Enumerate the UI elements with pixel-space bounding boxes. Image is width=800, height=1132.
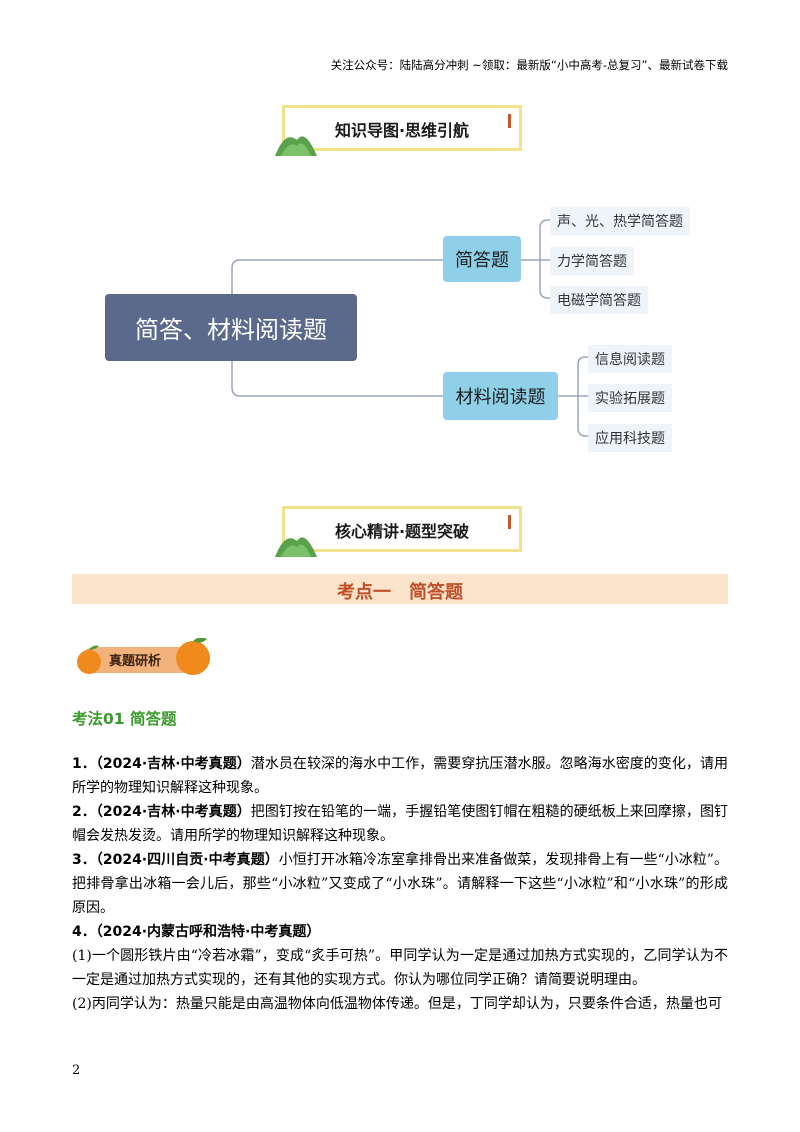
badge-label: 真题研析 [109, 654, 162, 669]
section-title: 考点一 简答题 [337, 582, 463, 603]
banner-title: 知识导图·思维引航 [334, 121, 470, 140]
mind-map-leaf: 信息阅读题 [588, 345, 672, 373]
core-banner: 核心精讲·题型突破 [275, 506, 522, 557]
mind-map-root: 简答、材料阅读题 [105, 294, 357, 361]
hill-icon [275, 136, 317, 156]
mind-map-leaf: 应用科技题 [588, 424, 672, 452]
question-item: 1．（2024·吉林·中考真题）潜水员在较深的海水中工作，需要穿抗压潜水服。忽略… [72, 752, 728, 800]
sub-question: (1)一个圆形铁片由“冷若冰霜”，变成“炙手可热”。甲同学认为一定是通过加热方式… [72, 948, 728, 988]
question-number: 4． [72, 924, 96, 940]
mind-map-branch-material-reading: 材料阅读题 [443, 372, 558, 420]
mind-map-leaf: 声、光、热学简答题 [550, 207, 690, 235]
hill-icon [275, 537, 317, 557]
banner-corner-mark [508, 515, 511, 529]
section-bar: 考点一 简答题 [72, 574, 728, 604]
question-source: （2024·吉林·中考真题） [95, 804, 251, 820]
question-number: 3． [72, 852, 96, 868]
question-source: （2024·吉林·中考真题） [95, 756, 251, 772]
question-number: 2． [72, 804, 96, 820]
question-item: 3．（2024·四川自贡·中考真题）小恒打开冰箱冷冻室拿排骨出来准备做菜，发现排… [72, 848, 728, 920]
real-exam-badge: 真题研析 [75, 638, 215, 680]
question-list: 1．（2024·吉林·中考真题）潜水员在较深的海水中工作，需要穿抗压潜水服。忽略… [72, 752, 728, 1016]
question-text: 把图钉按在铅笔的一端，手握铅笔使图钉帽在粗糙的硬纸板上来回摩擦，图钉帽会发热发烫… [72, 804, 728, 844]
mind-map-leaf: 力学简答题 [550, 247, 634, 275]
question-source: （2024·四川自贡·中考真题） [95, 852, 279, 868]
question-item: 2．（2024·吉林·中考真题）把图钉按在铅笔的一端，手握铅笔使图钉帽在粗糙的硬… [72, 800, 728, 848]
mind-map-leaf: 实验拓展题 [588, 384, 672, 412]
mind-map-branch-short-answer: 简答题 [443, 236, 521, 282]
mind-map-leaf: 电磁学简答题 [550, 286, 648, 314]
page-number: 2 [72, 1063, 81, 1078]
method-title: 考法01 简答题 [72, 710, 177, 728]
mind-map: 简答、材料阅读题 简答题 声、光、热学简答题 力学简答题 电磁学简答题 材料阅读… [0, 0, 800, 470]
mindmap-banner: 知识导图·思维引航 [275, 105, 522, 156]
mind-map-connectors [231, 219, 590, 437]
question-item: 4．（2024·内蒙古呼和浩特·中考真题） [72, 920, 728, 944]
header-note: 关注公众号：陆陆高分冲刺 ~领取：最新版“小中高考-总复习”、最新试卷下载 [330, 58, 728, 72]
banner-corner-mark [508, 114, 511, 128]
question-text: 潜水员在较深的海水中工作，需要穿抗压潜水服。忽略海水密度的变化，请用所学的物理知… [72, 756, 728, 796]
question-text: 小恒打开冰箱冷冻室拿排骨出来准备做菜，发现排骨上有一些“小冰粒”。把排骨拿出冰箱… [72, 852, 728, 916]
banner-title: 核心精讲·题型突破 [334, 522, 470, 541]
orange-icon [77, 638, 210, 675]
sub-question: (2)丙同学认为：热量只能是由高温物体向低温物体传递。但是，丁同学却认为，只要条… [72, 996, 722, 1012]
question-source: （2024·内蒙古呼和浩特·中考真题） [95, 924, 321, 940]
question-number: 1． [72, 756, 96, 772]
